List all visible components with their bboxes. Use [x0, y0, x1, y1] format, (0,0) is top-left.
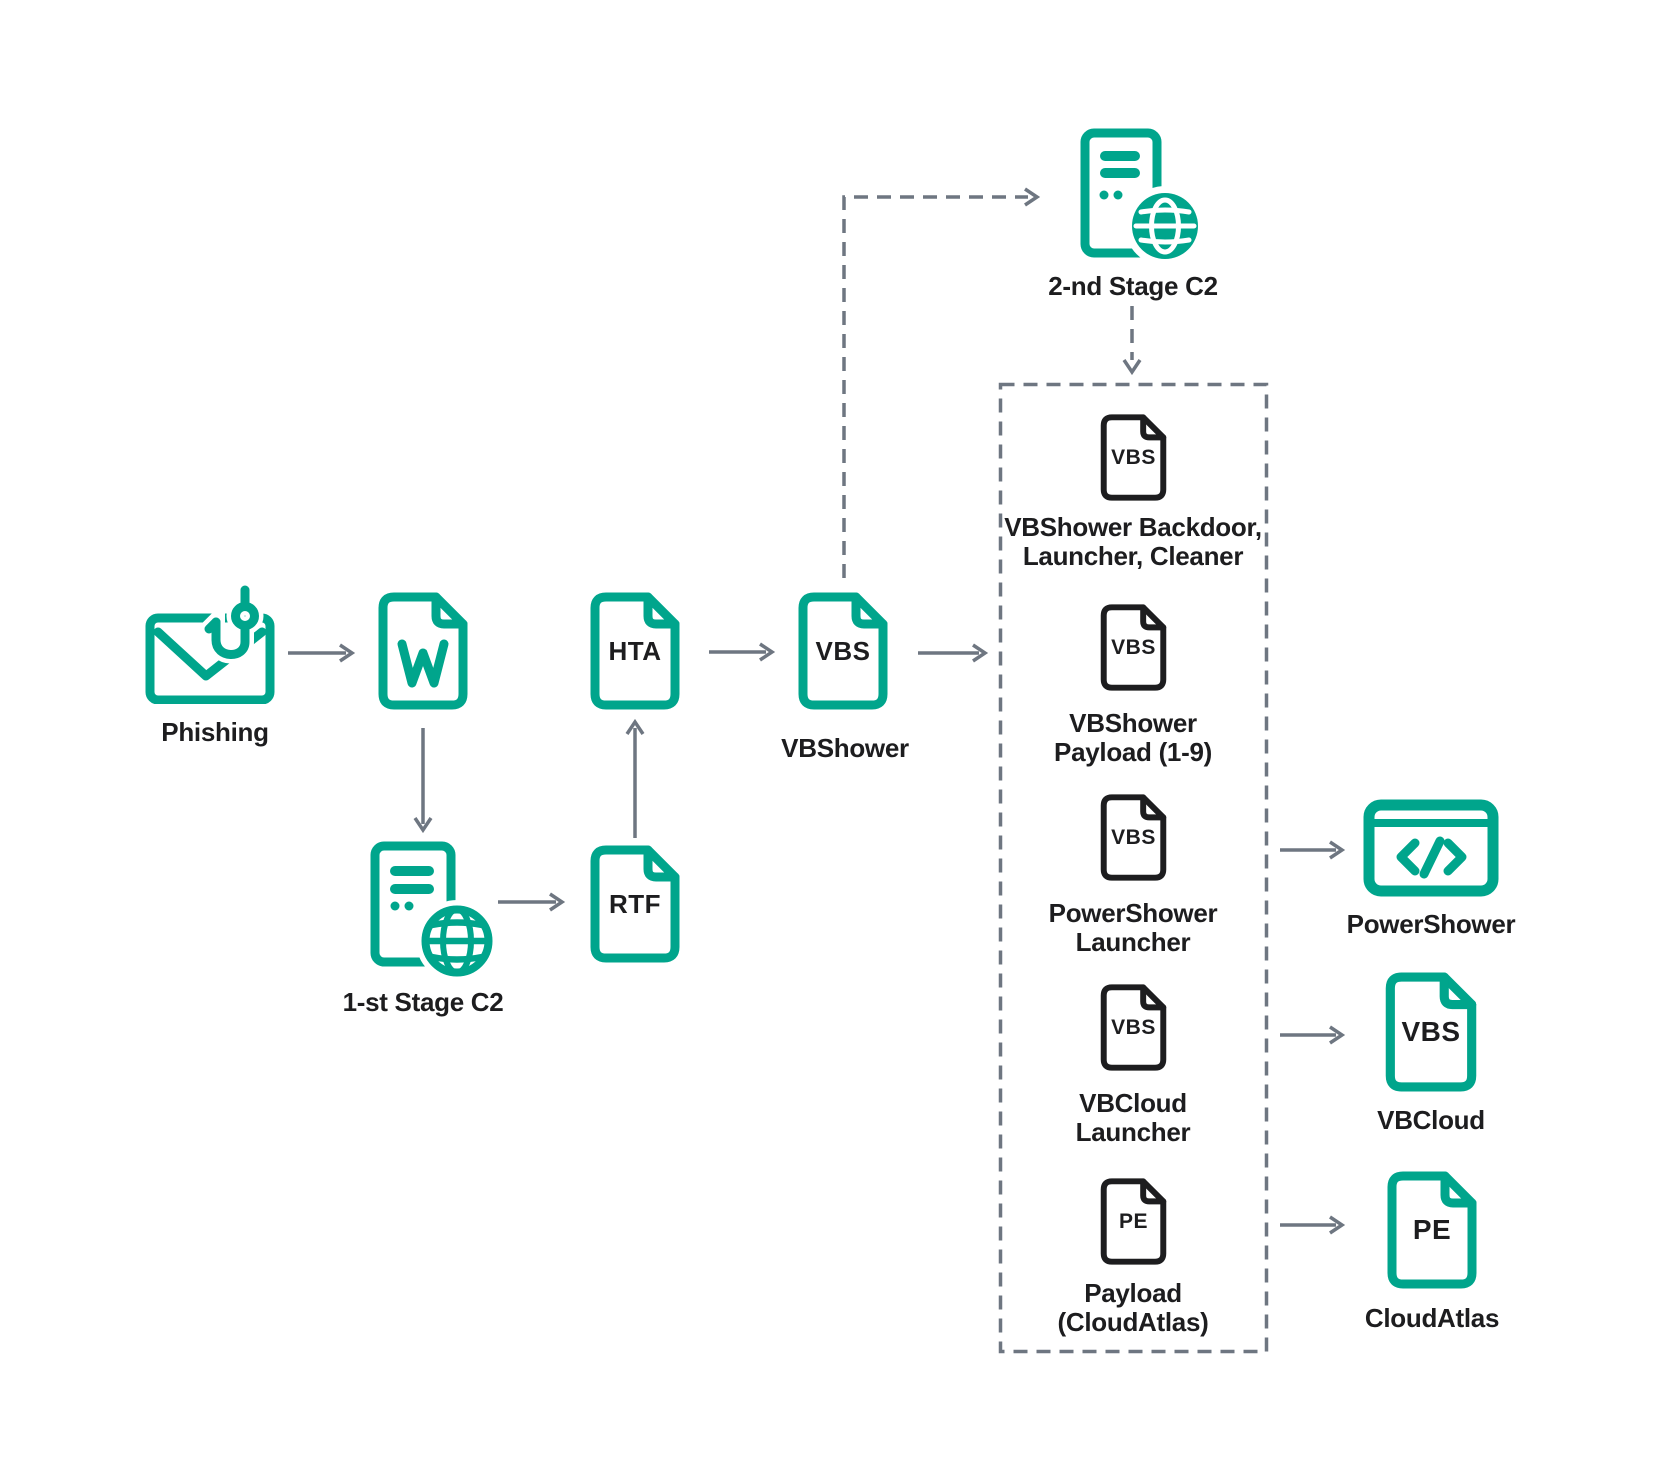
server-globe-outline-icon: [370, 841, 498, 982]
powershower-node: [1363, 799, 1499, 897]
arrow-word-to-first-c2: [413, 728, 433, 834]
code-window-icon: [1363, 799, 1499, 897]
arrow-payloads-to-cloudatlas: [1280, 1215, 1346, 1235]
phishing-email-hook-icon: [145, 581, 275, 705]
fish-hook-icon: [200, 581, 264, 664]
payload-item-backdoor: VBS: [1100, 413, 1167, 502]
vbs-document-icon-dark: [1100, 984, 1167, 1071]
second-stage-c2-node: [1078, 127, 1205, 267]
payload-badge: PE: [1118, 1209, 1148, 1233]
hta-document-icon: [590, 592, 680, 710]
server-globe-filled-icon: [1080, 128, 1205, 266]
vbshower-document-node: VBS: [798, 592, 888, 710]
payload-badge: VBS: [1111, 1015, 1156, 1039]
arrow-rtf-to-hta: [625, 718, 645, 838]
phishing-node: [142, 548, 292, 705]
payload-badge: VBS: [1111, 825, 1156, 849]
letter-w-glyph: [397, 639, 449, 688]
arrow-phishing-to-word: [288, 643, 356, 663]
vbs-document-icon: [1385, 972, 1477, 1092]
hta-badge: HTA: [608, 635, 662, 666]
rtf-document-icon: [590, 845, 680, 963]
vbs-document-icon: [798, 592, 888, 710]
payload-label-powershower-launcher: PowerShower Launcher: [1048, 898, 1218, 957]
word-document-icon: [378, 592, 468, 710]
vbs-document-icon-dark: [1100, 604, 1167, 691]
arrow-payloads-to-vbcloud: [1280, 1025, 1346, 1045]
arrow-first-c2-to-rtf: [498, 892, 566, 912]
payload-label-payload19: VBShower Payload (1-9): [1054, 708, 1212, 767]
first-stage-c2-node: [368, 840, 498, 982]
pe-document-icon: [1387, 1171, 1477, 1289]
pe-document-icon-dark: [1100, 1178, 1167, 1265]
payload-group-box: [998, 382, 1269, 1354]
payload-label-vbcloud-launcher: VBCloud Launcher: [1075, 1088, 1191, 1147]
payload-badge: VBS: [1111, 635, 1156, 659]
arrow-vbs-to-payload-group: [918, 643, 989, 663]
first-stage-c2-label: 1-st Stage C2: [342, 987, 504, 1017]
second-stage-c2-label: 2-nd Stage C2: [1048, 271, 1218, 301]
payload-item-payload19: VBS: [1100, 603, 1167, 692]
payload-item-vbcloud-launcher: VBS: [1100, 983, 1167, 1072]
payload-label-backdoor: VBShower Backdoor, Launcher, Cleaner: [1004, 512, 1262, 571]
rtf-badge: RTF: [608, 888, 662, 919]
vbcloud-badge: VBS: [1401, 1016, 1461, 1047]
rtf-document-node: RTF: [590, 845, 680, 963]
vbcloud-node: VBS: [1385, 972, 1477, 1092]
globe-icon: [1132, 193, 1198, 259]
payload-item-cloudatlas-pe: PE: [1100, 1177, 1167, 1266]
payload-badge: VBS: [1111, 445, 1156, 469]
word-document-node: [378, 592, 468, 710]
dashed-arrow-second-c2-to-payload-group: [1122, 306, 1142, 376]
powershower-label: PowerShower: [1346, 909, 1516, 939]
dashed-arrow-vbshower-to-second-c2: [842, 187, 1041, 578]
phishing-label: Phishing: [161, 717, 269, 747]
cloudatlas-node: PE: [1386, 1171, 1478, 1289]
arrow-payloads-to-powershower: [1280, 840, 1346, 860]
vbs-document-icon-dark: [1100, 414, 1167, 501]
globe-icon: [421, 905, 493, 977]
payload-label-cloudatlas-pe: Payload (CloudAtlas): [1057, 1278, 1209, 1337]
cloudatlas-badge: PE: [1412, 1214, 1452, 1245]
vbs-document-icon-dark: [1100, 794, 1167, 881]
vbshower-label: VBShower: [781, 733, 909, 763]
cloudatlas-label: CloudAtlas: [1364, 1303, 1500, 1333]
vbshower-badge: VBS: [815, 635, 871, 666]
vbcloud-label: VBCloud: [1377, 1105, 1485, 1135]
payload-item-powershower-launcher: VBS: [1100, 793, 1167, 882]
hta-document-node: HTA: [590, 592, 680, 710]
arrow-hta-to-vbs: [709, 642, 776, 662]
